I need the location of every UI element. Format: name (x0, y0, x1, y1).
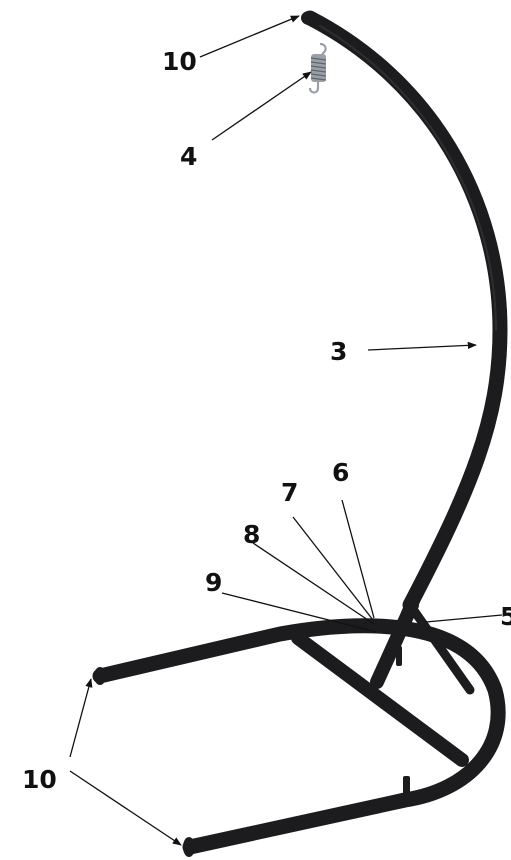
label-spring-hook: 4 (180, 142, 197, 171)
label-part-6: 6 (332, 458, 349, 487)
spring-hook (310, 44, 326, 93)
callout-labels: 10 4 3 6 7 8 9 5 10 (22, 47, 511, 794)
spring-bottom-hook (310, 82, 318, 93)
brace-bolt-stub (396, 646, 402, 666)
leader-arched-pole (368, 345, 476, 350)
base-end-cap-upper (94, 667, 106, 685)
leader-part-5 (426, 615, 502, 622)
base-cross-brace (298, 638, 462, 760)
label-part-5: 5 (500, 602, 511, 631)
leader-part-8 (253, 543, 374, 624)
arched-pole (310, 18, 500, 605)
label-part-8: 8 (243, 520, 260, 549)
label-top-end-cap: 10 (162, 47, 197, 76)
label-base-end-caps: 10 (22, 765, 57, 794)
leader-base-cap-lower (70, 771, 181, 845)
leader-spring-hook (212, 72, 311, 140)
label-arched-pole: 3 (330, 337, 347, 366)
leader-base-cap-upper (70, 679, 91, 757)
spring-top-loop (320, 44, 326, 54)
label-part-7: 7 (281, 478, 298, 507)
label-part-9: 9 (205, 568, 222, 597)
leader-top-end-cap (200, 16, 299, 57)
top-end-cap (301, 11, 317, 25)
stand-frame (94, 11, 500, 857)
base-bolt-stub (403, 776, 410, 802)
base-end-cap-lower (183, 837, 195, 857)
